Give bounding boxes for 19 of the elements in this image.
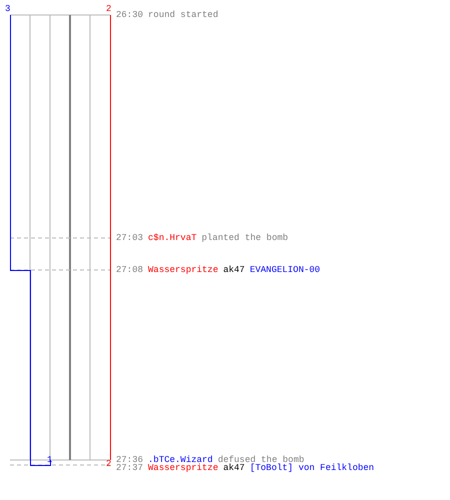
timestamp: 27:37 (116, 463, 144, 473)
timestamp: 27:03 (116, 233, 144, 243)
event-text: planted the bomb (202, 233, 288, 243)
event-text: defused the bomb (218, 455, 304, 465)
count-number: 2 (106, 459, 112, 469)
player-name: Wasserspritze (148, 463, 218, 473)
timestamp: 27:36 (116, 455, 144, 465)
timestamp: 27:08 (116, 265, 144, 275)
count-number: 2 (106, 4, 112, 14)
count-number: 3 (5, 4, 10, 14)
event-text: round started (148, 10, 218, 20)
player-name: [ToBolt] von Feilkloben (250, 463, 374, 473)
timestamp: 26:30 (116, 10, 144, 20)
player-name: EVANGELION-00 (250, 265, 320, 275)
weapon-name: ak47 (223, 265, 245, 275)
weapon-name: ak47 (223, 463, 245, 473)
player-name: c$n.HrvaT (148, 233, 197, 243)
player-name: .bTCe.Wizard (148, 455, 213, 465)
player-name: Wasserspritze (148, 265, 218, 275)
